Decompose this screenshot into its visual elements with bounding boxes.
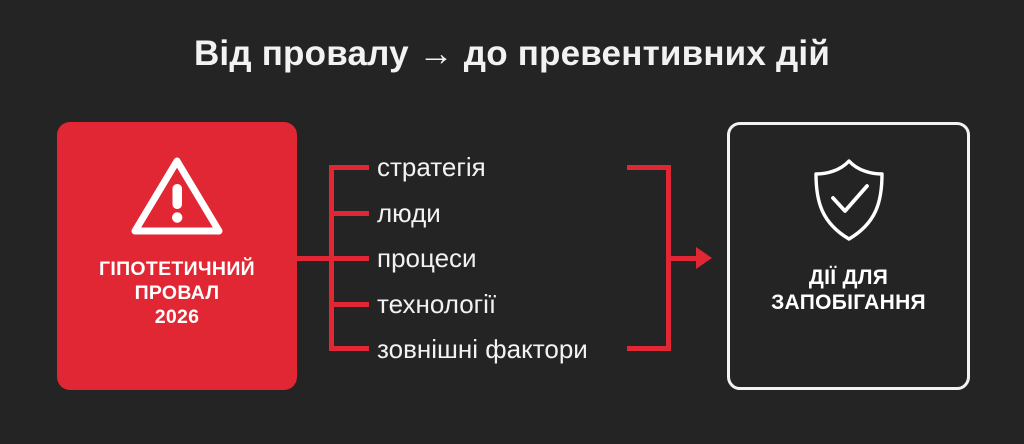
page-title: Від провалу → до превентивних дій <box>193 34 831 73</box>
prevention-card: ДІЇ ДЛЯ ЗАПОБІГАННЯ <box>727 122 970 390</box>
list-item: люди <box>377 197 441 228</box>
factor-list: стратегія люди процеси технології зовніш… <box>377 149 647 377</box>
list-item: процеси <box>377 243 477 273</box>
connector-stem-left <box>297 255 332 261</box>
list-item: зовнішні фактори <box>377 334 588 364</box>
failure-line-1: ГІПОТЕТИЧНИЙ <box>99 258 255 280</box>
connector-branch-left-2 <box>329 210 369 216</box>
list-item: стратегія <box>377 152 486 182</box>
connector-branch-left-5 <box>329 346 369 351</box>
prevention-card-label: ДІЇ ДЛЯ ЗАПОБІГАННЯ <box>771 265 926 315</box>
connector-branch-left-3 <box>329 256 369 261</box>
failure-line-2: ПРОВАЛ <box>134 282 220 304</box>
failure-line-3: 2026 <box>154 306 200 328</box>
shield-check-icon <box>810 157 888 243</box>
warning-triangle-icon <box>129 154 225 238</box>
failure-card-label: ГІПОТЕТИЧНИЙ ПРОВАЛ 2026 <box>99 257 255 329</box>
connector-branch-left-1 <box>329 165 369 170</box>
arrow-shaft <box>666 255 704 261</box>
connector-branch-right-bottom <box>627 346 671 351</box>
connector-branch-left-4 <box>329 301 369 307</box>
list-item: технології <box>377 288 497 319</box>
connector-branch-right-top <box>627 165 671 170</box>
failure-card: ГІПОТЕТИЧНИЙ ПРОВАЛ 2026 <box>57 122 297 390</box>
prevention-line-1: ДІЇ ДЛЯ <box>808 266 889 289</box>
arrow-right-icon <box>696 247 712 269</box>
prevention-line-2: ЗАПОБІГАННЯ <box>771 291 926 314</box>
